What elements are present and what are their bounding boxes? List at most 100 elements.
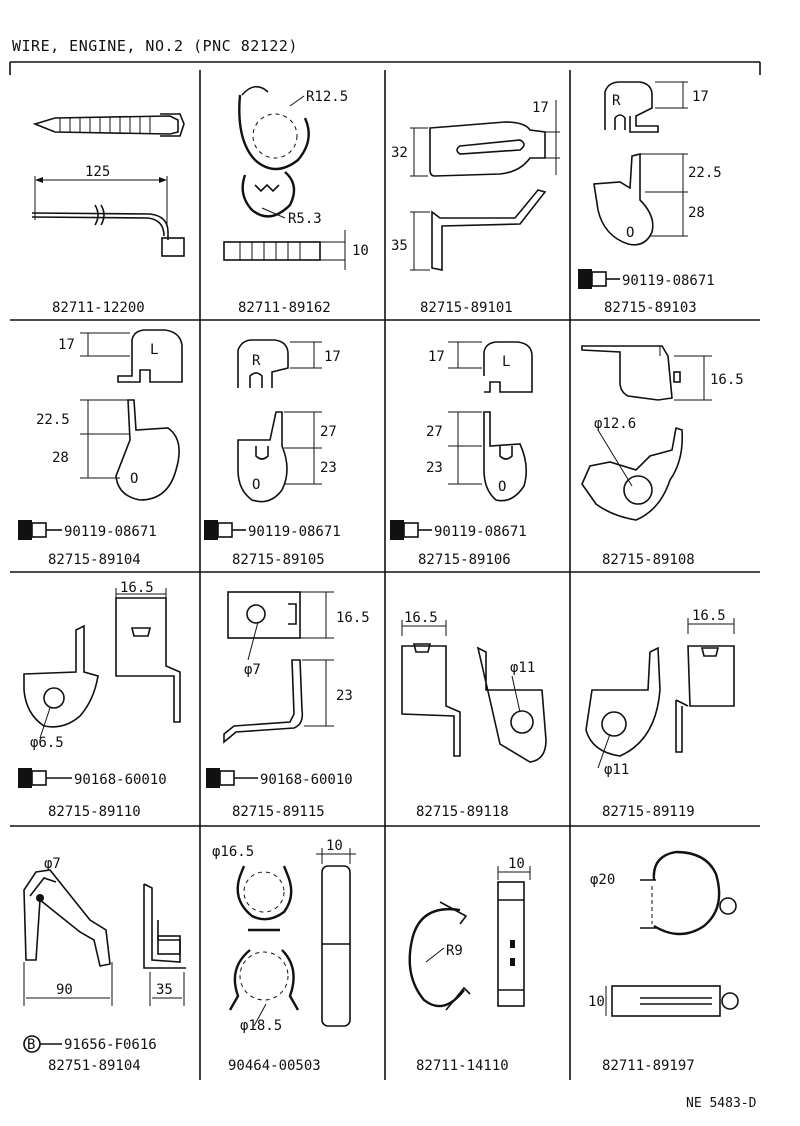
dim-10: 10 <box>326 838 343 854</box>
bracket-drawing <box>223 591 334 744</box>
dim-35: 35 <box>391 238 408 254</box>
hole-mark-o: O <box>130 471 138 487</box>
bolt-part-number: 90119-08671 <box>248 524 341 540</box>
part-number-label: 82715-89105 <box>232 552 325 568</box>
bracket-drawing <box>585 618 735 769</box>
bolt-icon <box>204 520 246 540</box>
dim-125: 125 <box>85 164 110 180</box>
cell-82751-89104: φ7 90 35 B 91656-F0616 82751-89104 <box>23 856 186 1074</box>
part-number-label: 82715-89101 <box>420 300 513 316</box>
dim-17: 17 <box>428 349 445 365</box>
sheet-frame <box>9 61 761 1080</box>
bracket-drawing <box>593 81 688 246</box>
dim-16-5: 16.5 <box>336 610 370 626</box>
dim-35: 35 <box>156 982 173 998</box>
clamp-drawing <box>408 866 531 1011</box>
part-number-label: 82715-89103 <box>604 300 697 316</box>
part-number-label: 90464-00503 <box>228 1058 321 1074</box>
dim-dia-7: φ7 <box>244 662 261 678</box>
part-number-label: 82715-89118 <box>416 804 509 820</box>
bolt-part-number: 90119-08671 <box>434 524 527 540</box>
page-title: WIRE, ENGINE, NO.2 (PNC 82122) <box>12 37 298 55</box>
cell-82715-89118: 16.5 φ11 82715-89118 <box>401 610 547 820</box>
hole-mark-o: O <box>252 477 260 493</box>
bolt-part-number: 91656-F0616 <box>64 1037 157 1053</box>
dim-27: 27 <box>426 424 443 440</box>
dim-22-5: 22.5 <box>36 412 70 428</box>
ring-clamp-drawing <box>605 850 739 1017</box>
cell-82715-89108: 16.5 φ12.6 82715-89108 <box>581 345 744 568</box>
dim-90: 90 <box>56 982 73 998</box>
double-clamp-drawing <box>223 85 346 270</box>
part-number-label: 82711-89197 <box>602 1058 695 1074</box>
dim-dia-20: φ20 <box>590 872 615 888</box>
cell-82715-89115: 16.5 φ7 23 90168-60010 82715-89115 <box>206 591 370 820</box>
part-number-label: 82715-89119 <box>602 804 695 820</box>
dim-dia-16-5: φ16.5 <box>212 844 254 860</box>
dim-17: 17 <box>692 89 709 105</box>
dim-32: 32 <box>391 145 408 161</box>
dim-dia-18-5: φ18.5 <box>240 1018 282 1034</box>
cell-82715-89106: 17 L 27 23 O 90119-08671 82715-89106 <box>390 341 533 568</box>
dim-r9: R9 <box>446 943 463 959</box>
dim-r12-5: R12.5 <box>306 89 348 105</box>
dim-28: 28 <box>52 450 69 466</box>
cell-82715-89110: 16.5 φ6.5 90168-60010 82715-89110 <box>18 580 181 820</box>
dim-17: 17 <box>324 349 341 365</box>
bracket-drawing <box>23 588 181 739</box>
cell-82715-89105: R 17 27 23 O 90119-08671 82715-89105 <box>204 339 341 568</box>
bracket-drawing <box>80 329 183 501</box>
bracket-drawing <box>237 339 322 503</box>
cell-82715-89119: 16.5 φ11 82715-89119 <box>585 608 735 820</box>
dim-17: 17 <box>58 337 75 353</box>
hole-mark-o: O <box>498 479 506 495</box>
part-number-label: 82711-12200 <box>52 300 145 316</box>
dim-23: 23 <box>320 460 337 476</box>
dim-dia-11: φ11 <box>604 762 629 778</box>
dim-dia-11: φ11 <box>510 660 535 676</box>
cell-82711-89162: R12.5 R5.3 10 82711-89162 <box>223 85 369 316</box>
part-number-label: 82711-89162 <box>238 300 331 316</box>
dim-16-5: 16.5 <box>692 608 726 624</box>
dim-10: 10 <box>352 243 369 259</box>
dim-dia-12-6: φ12.6 <box>594 416 636 432</box>
dim-28: 28 <box>688 205 705 221</box>
part-number-label: 82715-89110 <box>48 804 141 820</box>
dim-10: 10 <box>588 994 605 1010</box>
cell-82715-89103: R 17 22.5 28 O 90119-08671 82715-89103 <box>578 81 722 316</box>
bolt-icon <box>18 768 72 788</box>
side-mark-r: R <box>252 353 261 369</box>
dim-23: 23 <box>336 688 353 704</box>
bolt-part-number: 90119-08671 <box>622 273 715 289</box>
b-mark-icon: B <box>23 1035 62 1053</box>
part-number-label: 82715-89115 <box>232 804 325 820</box>
svg-text:B: B <box>27 1037 35 1053</box>
bracket-drawing <box>410 100 560 271</box>
dim-17: 17 <box>532 100 549 116</box>
side-mark-l: L <box>150 342 158 358</box>
cell-82715-89104: 17 L 22.5 28 O 90119-08671 82715-89104 <box>18 329 183 568</box>
cell-90464-00503: φ16.5 10 φ18.5 90464-00503 <box>212 838 356 1074</box>
bolt-icon <box>578 269 620 289</box>
dim-16-5: 16.5 <box>404 610 438 626</box>
bracket-drawing <box>581 345 712 521</box>
hole-mark-o: O <box>626 225 634 241</box>
bracket-drawing <box>448 341 533 502</box>
side-mark-r: R <box>612 93 621 109</box>
cell-82711-12200: 125 82711-12200 <box>31 113 185 316</box>
part-number-label: 82715-89104 <box>48 552 141 568</box>
bracket-drawing <box>23 869 186 1006</box>
dim-16-5: 16.5 <box>710 372 744 388</box>
bracket-drawing <box>401 620 547 763</box>
side-mark-l: L <box>502 354 510 370</box>
cell-82711-89197: φ20 10 82711-89197 <box>588 850 739 1074</box>
part-number-label: 82711-14110 <box>416 1058 509 1074</box>
part-number-label: 82715-89108 <box>602 552 695 568</box>
drawing-code: NE 5483-D <box>686 1096 757 1111</box>
bolt-icon <box>18 520 62 540</box>
dim-r5-3: R5.3 <box>288 211 322 227</box>
dim-dia-7: φ7 <box>44 856 61 872</box>
dim-22-5: 22.5 <box>688 165 722 181</box>
bolt-icon <box>390 520 432 540</box>
